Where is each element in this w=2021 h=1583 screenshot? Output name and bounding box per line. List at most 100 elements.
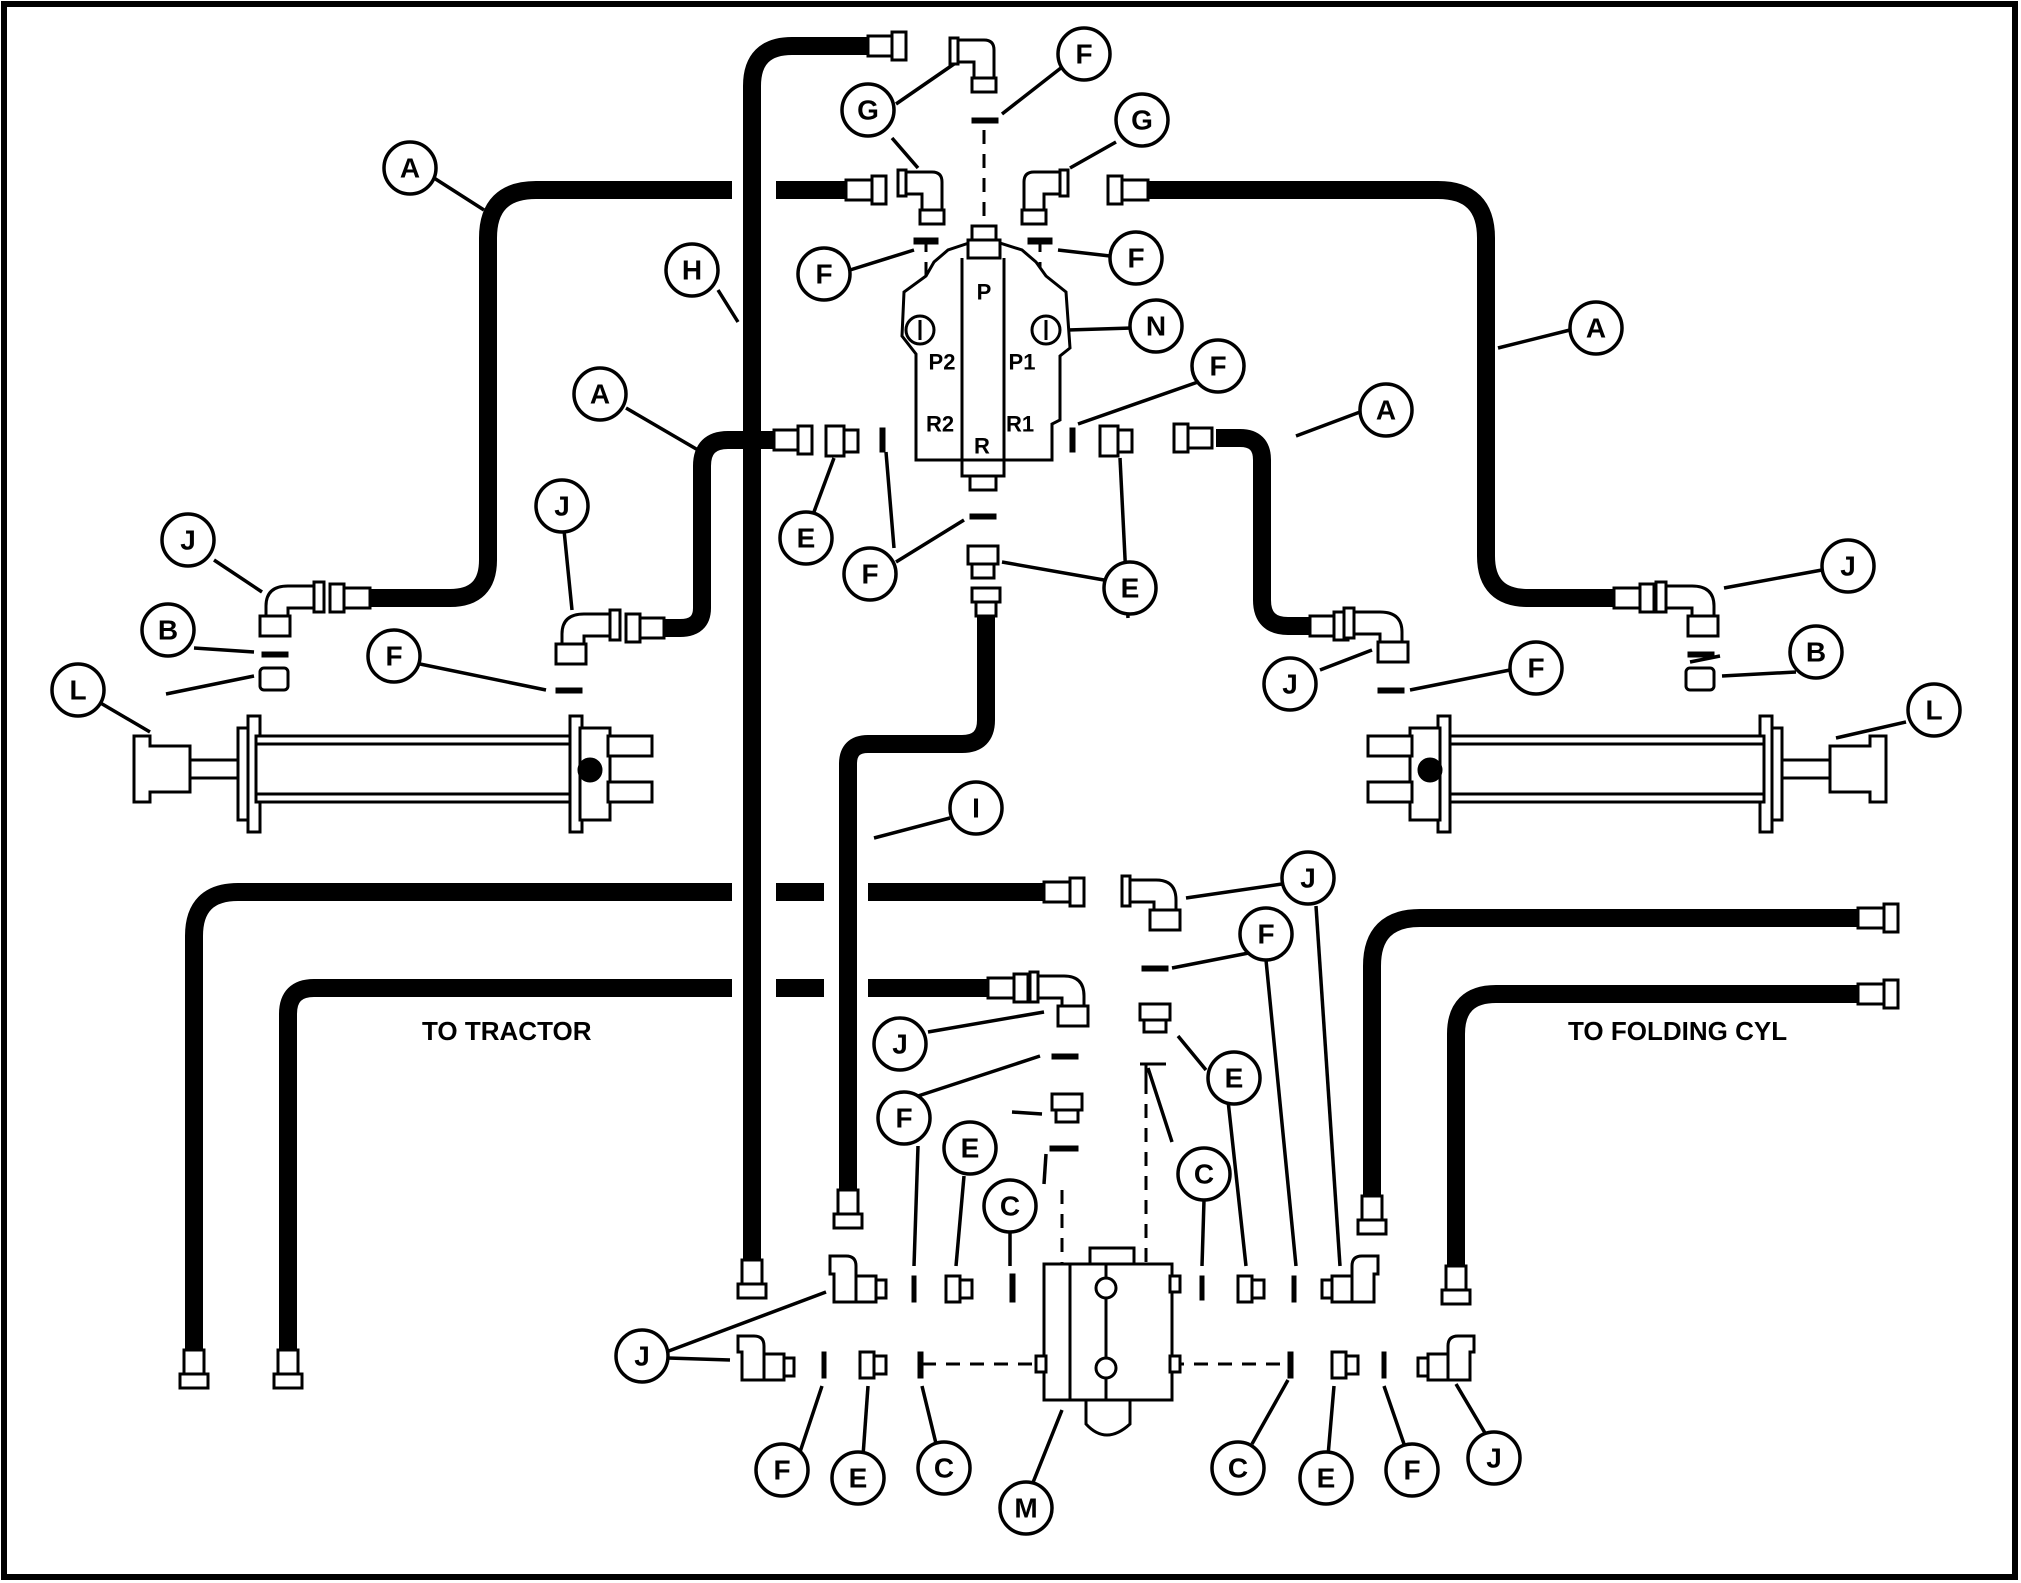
callout-f: F <box>842 546 898 602</box>
callout-e: E <box>830 1450 886 1506</box>
o-ring <box>1687 651 1715 658</box>
callout-j: J <box>534 478 590 534</box>
svg-text:F: F <box>1127 243 1144 274</box>
callout-c: C <box>982 1178 1038 1234</box>
callout-b: B <box>1788 624 1844 680</box>
callout-n: N <box>1128 298 1184 354</box>
restrictor <box>1009 1273 1016 1303</box>
hose-end <box>772 424 814 456</box>
o-ring <box>971 117 999 124</box>
clevis-left <box>132 734 192 804</box>
callout-a: A <box>1568 300 1624 356</box>
folding-cyl-hose-2 <box>1447 985 1858 1266</box>
callout-e: E <box>778 510 834 566</box>
callout-f: F <box>1384 1442 1440 1498</box>
elbow-fitting-g-top <box>948 36 998 94</box>
svg-text:E: E <box>849 1463 868 1494</box>
o-ring <box>1291 1275 1297 1303</box>
elbow-fitting-j-left-mid <box>554 608 622 666</box>
adapter-e-bottom-3 <box>1236 1274 1266 1304</box>
svg-text:J: J <box>1486 1443 1502 1474</box>
svg-text:G: G <box>857 95 879 126</box>
hose-a-upper-left <box>344 181 732 607</box>
svg-text:J: J <box>892 1029 908 1060</box>
svg-text:G: G <box>1131 105 1153 136</box>
selector-valve: P P2 P1 R2 R1 R <box>900 224 1072 492</box>
svg-text:F: F <box>815 259 832 290</box>
svg-text:F: F <box>1527 653 1544 684</box>
hose-i <box>839 616 995 1190</box>
hose-end-fittings <box>178 30 1900 1390</box>
callout-f: F <box>1056 26 1112 82</box>
o-ring <box>969 513 997 520</box>
port-label-r: R <box>974 434 990 459</box>
callout-f: F <box>1108 230 1164 286</box>
hose-end <box>624 612 666 644</box>
o-ring <box>1069 427 1076 453</box>
svg-text:F: F <box>773 1455 790 1486</box>
adapter-e-bottom-1 <box>944 1274 974 1304</box>
svg-text:J: J <box>1282 669 1298 700</box>
o-ring <box>1381 1351 1387 1379</box>
hose-end <box>844 174 888 206</box>
o-ring <box>911 1275 917 1303</box>
o-ring <box>1377 687 1405 694</box>
svg-text:F: F <box>1075 39 1092 70</box>
hose-end <box>832 1188 864 1230</box>
folding-control-valve <box>1034 1246 1182 1437</box>
hose-end <box>1856 978 1900 1010</box>
callout-a: A <box>1358 382 1414 438</box>
callout-j: J <box>1466 1430 1522 1486</box>
svg-text:C: C <box>1228 1453 1248 1484</box>
elbow-fitting-g-left <box>896 168 946 226</box>
callout-j: J <box>1820 538 1876 594</box>
hose-end <box>1308 610 1350 642</box>
callout-l: L <box>50 662 106 718</box>
callout-f: F <box>876 1090 932 1146</box>
hose-end <box>328 582 372 614</box>
hose-a-upper-right <box>1148 181 1614 607</box>
adapter-e-right-valve <box>1098 424 1134 458</box>
o-ring <box>555 687 583 694</box>
adapter-e-left-valve <box>824 424 860 458</box>
bushing-right <box>1684 666 1716 692</box>
hose-end <box>866 30 908 62</box>
hoses <box>185 37 1858 1350</box>
svg-text:A: A <box>1586 313 1606 344</box>
o-ring <box>1027 237 1053 245</box>
svg-text:F: F <box>895 1103 912 1134</box>
svg-text:A: A <box>400 153 420 184</box>
folding-cyl-hose-1 <box>1363 909 1858 1196</box>
svg-text:E: E <box>1121 573 1140 604</box>
callout-f: F <box>1238 906 1294 962</box>
hose-end <box>986 972 1030 1004</box>
svg-text:E: E <box>961 1133 980 1164</box>
callout-f: F <box>1190 338 1246 394</box>
elbow-fitting-j-right-mid <box>1342 606 1410 664</box>
callout-j: J <box>160 512 216 568</box>
svg-text:F: F <box>1209 351 1226 382</box>
callouts: F G G F F N A H A A A F E F E J J B F L … <box>50 26 1962 1536</box>
leader-lines <box>91 62 1907 1491</box>
svg-text:F: F <box>861 559 878 590</box>
o-ring <box>879 427 886 453</box>
hose-a-mid-right <box>1216 429 1318 635</box>
restrictor <box>1049 1145 1079 1152</box>
svg-text:J: J <box>180 525 196 556</box>
elbow-fitting-j-left-cyl <box>258 580 326 638</box>
port-label-r1: R1 <box>1006 412 1034 437</box>
elbow-fitting-j-bottom-right-upper <box>1320 1254 1380 1304</box>
port-label-p2: P2 <box>929 350 956 375</box>
svg-text:F: F <box>385 641 402 672</box>
svg-text:B: B <box>158 615 178 646</box>
callout-m: M <box>998 1480 1054 1536</box>
hose-end <box>272 1348 304 1390</box>
callout-j: J <box>614 1328 670 1384</box>
svg-text:B: B <box>1806 637 1826 668</box>
hose-end <box>1172 422 1214 454</box>
restrictor <box>917 1351 924 1379</box>
callout-f: F <box>1508 640 1564 696</box>
